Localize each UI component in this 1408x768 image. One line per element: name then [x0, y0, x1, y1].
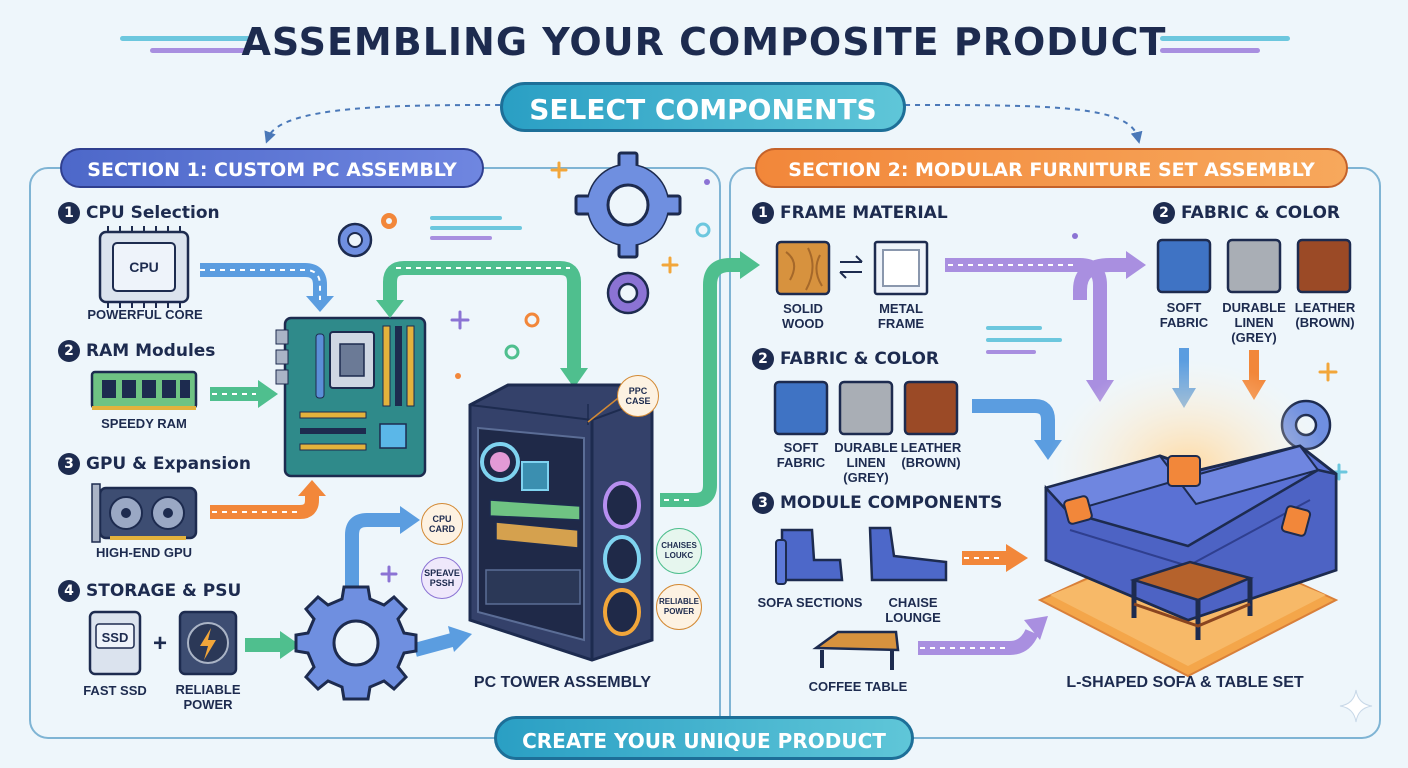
- gear-icon-small-blue: [337, 222, 373, 258]
- coffee-table-caption: COFFEE TABLE: [808, 679, 908, 694]
- metal-frame-swatch: [873, 240, 929, 296]
- sofa-section-icon: [775, 528, 844, 585]
- page-title: ASSEMBLING YOUR COMPOSITE PRODUCT: [241, 20, 1167, 64]
- footer-pill: CREATE YOUR UNIQUE PRODUCT: [494, 716, 914, 760]
- dashed-connector-left: [264, 104, 501, 144]
- title-deco-left: [120, 36, 250, 53]
- psu-icon: [178, 610, 238, 676]
- leather-brown-swatch-b: [1296, 238, 1352, 294]
- tag-chaises-loukc: CHAISES LOUKC: [656, 528, 702, 574]
- ssd-chip-text: SSD: [101, 630, 129, 645]
- arrow-tower-to-furniture: [660, 258, 742, 507]
- gear-icon-large: [574, 151, 682, 259]
- gear-icon-tiny-orange: [381, 213, 397, 229]
- arrow-gear-to-tower: [413, 633, 454, 657]
- leather-brown-swatch: [903, 380, 959, 436]
- solid-wood-caption: SOLID WOOD: [782, 301, 824, 331]
- linen-grey-caption-b: DURABLE LINEN (GREY): [1222, 300, 1286, 345]
- coffee-table-icon: [812, 630, 900, 670]
- tag-speave-pssh: SPEAVE PSSH: [421, 557, 463, 599]
- arrow-table-to-sofa: [918, 628, 1039, 655]
- ssd-caption: FAST SSD: [83, 683, 147, 698]
- plus-sign: +: [152, 630, 167, 657]
- result-caption: L-SHAPED SOFA & TABLE SET: [1066, 674, 1304, 691]
- arrow-board-to-tower: [383, 261, 581, 368]
- solid-wood-swatch: [775, 240, 831, 296]
- tag-cpu-card: CPU CARD: [421, 503, 463, 545]
- section1-header: SECTION 1: CUSTOM PC ASSEMBLY: [60, 148, 484, 188]
- select-components-pill: SELECT COMPONENTS: [500, 82, 906, 132]
- arrow-gpu-to-board: [210, 494, 319, 519]
- ssd-icon: [88, 610, 142, 676]
- ram-caption: SPEEDY RAM: [101, 416, 187, 431]
- cpu-chip-text: CPU: [129, 259, 159, 275]
- soft-fabric-swatch: [773, 380, 829, 436]
- arrow-gear-to-cpucard: [345, 513, 402, 588]
- gpu-caption: HIGH-END GPU: [95, 545, 193, 560]
- soft-fabric-swatch-b: [1156, 238, 1212, 294]
- tag-ppc-case: PPC CASE: [617, 375, 659, 417]
- sparkles: [380, 161, 1348, 583]
- title-deco-right: [1160, 36, 1290, 53]
- gpu-card-icon: [91, 483, 198, 543]
- swap-arrows-icon: [839, 255, 863, 279]
- ram-module-icon: [90, 370, 198, 410]
- assembly-gear-icon: [294, 585, 418, 701]
- leather-brown-caption: LEATHER (BROWN): [900, 440, 962, 470]
- gear-icon-small-purple: [606, 271, 650, 315]
- arrow-fabric-to-sofa: [972, 399, 1055, 440]
- sofa-sections-caption: SOFA SECTIONS: [757, 595, 863, 610]
- chaise-lounge-caption: CHAISE LOUNGE: [885, 595, 941, 625]
- linen-grey-caption: DURABLE LINEN (GREY): [834, 440, 898, 485]
- arrow-cpu-to-board: [200, 263, 327, 300]
- linen-grey-swatch: [838, 380, 894, 436]
- soft-fabric-caption-b: SOFT FABRIC: [1159, 300, 1209, 330]
- soft-fabric-caption: SOFT FABRIC: [776, 440, 826, 470]
- motherboard-icon: [275, 316, 427, 478]
- cpu-chip-icon: [98, 226, 190, 308]
- l-shaped-sofa-icon: [1037, 360, 1339, 678]
- cpu-caption: POWERFUL CORE: [87, 307, 203, 322]
- dashed-connector-right: [904, 104, 1143, 144]
- star-sparkle-icon: [1339, 689, 1373, 723]
- tower-caption: PC TOWER ASSEMBLY: [473, 674, 652, 691]
- speed-lines-left: [430, 216, 522, 240]
- chaise-lounge-icon: [868, 526, 948, 582]
- tag-reliable-power: RELIABLE POWER: [656, 584, 702, 630]
- pc-tower-icon: [468, 383, 654, 662]
- speed-lines-right: [986, 326, 1062, 354]
- metal-frame-caption: METAL FRAME: [877, 301, 925, 331]
- psu-caption: RELIABLE POWER: [175, 682, 241, 712]
- linen-grey-swatch-b: [1226, 238, 1282, 294]
- leather-brown-caption-b: LEATHER (BROWN): [1294, 300, 1356, 330]
- section2-header: SECTION 2: MODULAR FURNITURE SET ASSEMBL…: [755, 148, 1348, 188]
